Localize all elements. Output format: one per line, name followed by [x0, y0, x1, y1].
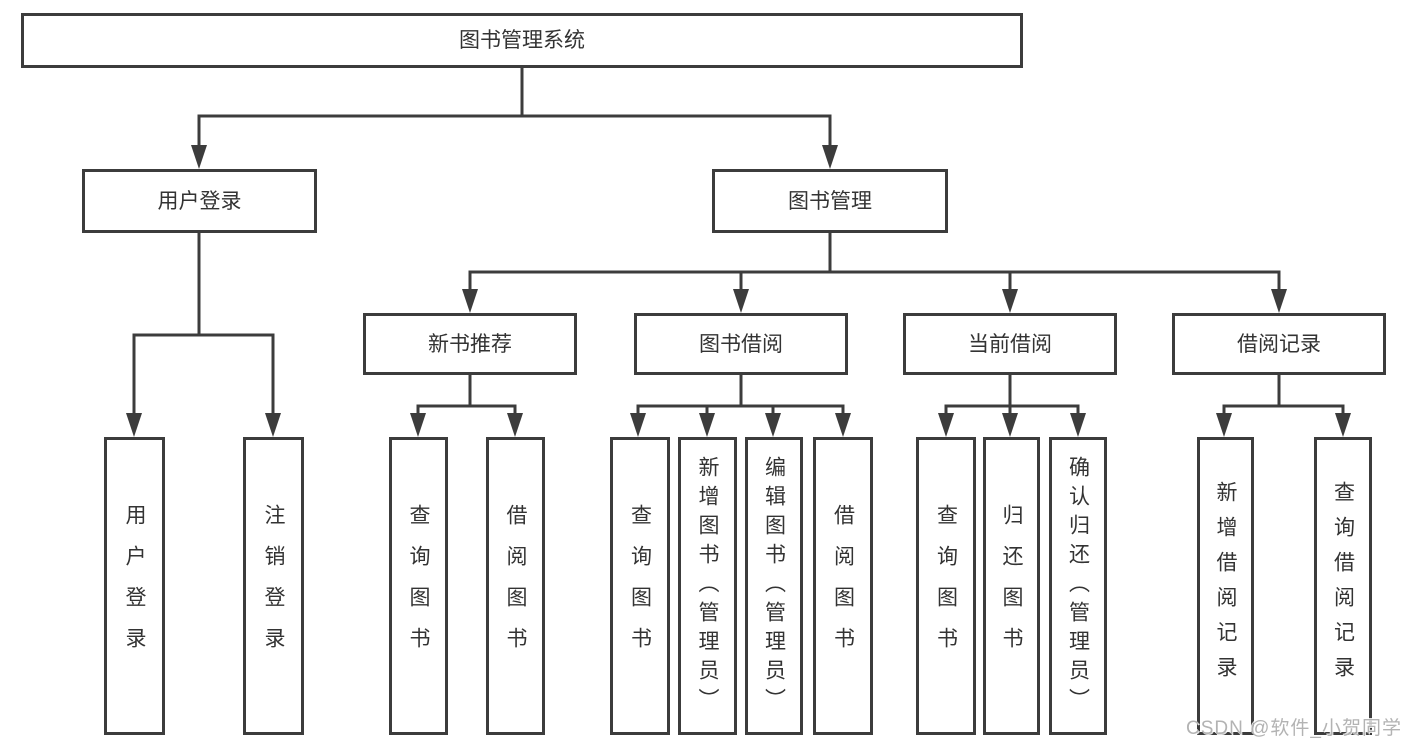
leaf-query-books-1: 查询图书 [389, 437, 448, 735]
arrow-icon [1002, 413, 1018, 437]
connector-bookborrow-to-leaves [636, 375, 845, 416]
leaf-add-borrow-record: 新增借阅记录 [1197, 437, 1254, 735]
leaf-user-login: 用户登录 [104, 437, 165, 735]
arrow-icon [1002, 289, 1018, 313]
leaf-borrow-books-2: 借阅图书 [813, 437, 873, 735]
node-borrowing-records: 借阅记录 [1172, 313, 1386, 375]
connector-currentborrow-to-leaves [944, 375, 1080, 416]
arrow-icon [630, 413, 646, 437]
arrow-icon [1216, 413, 1232, 437]
arrow-icon [765, 413, 781, 437]
node-book-borrowing: 图书借阅 [634, 313, 848, 375]
arrow-icon [410, 413, 426, 437]
arrow-icon [1070, 413, 1086, 437]
leaf-logout: 注销登录 [243, 437, 304, 735]
node-user-login: 用户登录 [82, 169, 317, 233]
arrow-icon [462, 289, 478, 313]
leaf-query-borrow-record: 查询借阅记录 [1314, 437, 1372, 735]
arrow-icon [191, 145, 207, 169]
arrow-icon [1271, 289, 1287, 313]
arrow-icon [265, 413, 281, 437]
node-current-borrowing: 当前借阅 [903, 313, 1117, 375]
leaf-edit-books-admin: 编辑图书（管理员） [745, 437, 803, 735]
arrow-icon [126, 413, 142, 437]
node-library-system: 图书管理系统 [21, 13, 1023, 68]
leaf-query-books-3: 查询图书 [916, 437, 976, 735]
arrow-icon [1335, 413, 1351, 437]
arrow-icon [733, 289, 749, 313]
arrow-icon [699, 413, 715, 437]
csdn-watermark: CSDN @软件_小贺同学 [1186, 718, 1402, 739]
arrow-icon [507, 413, 523, 437]
arrow-icon [822, 145, 838, 169]
connector-borrowrecords-to-leaves [1222, 375, 1345, 416]
connector-root-to-level2 [197, 68, 832, 147]
connector-userlogin-to-leaves [132, 233, 275, 415]
arrow-icon [835, 413, 851, 437]
leaf-add-books-admin: 新增图书（管理员） [678, 437, 737, 735]
leaf-query-books-2: 查询图书 [610, 437, 670, 735]
connector-bookmgmt-to-level3 [468, 233, 1281, 291]
leaf-return-books: 归还图书 [983, 437, 1040, 735]
node-book-management: 图书管理 [712, 169, 948, 233]
leaf-confirm-return-admin: 确认归还（管理员） [1049, 437, 1107, 735]
arrow-icon [938, 413, 954, 437]
leaf-borrow-books-1: 借阅图书 [486, 437, 545, 735]
connector-newbookrec-to-leaves [416, 375, 517, 416]
node-new-book-recommendation: 新书推荐 [363, 313, 577, 375]
